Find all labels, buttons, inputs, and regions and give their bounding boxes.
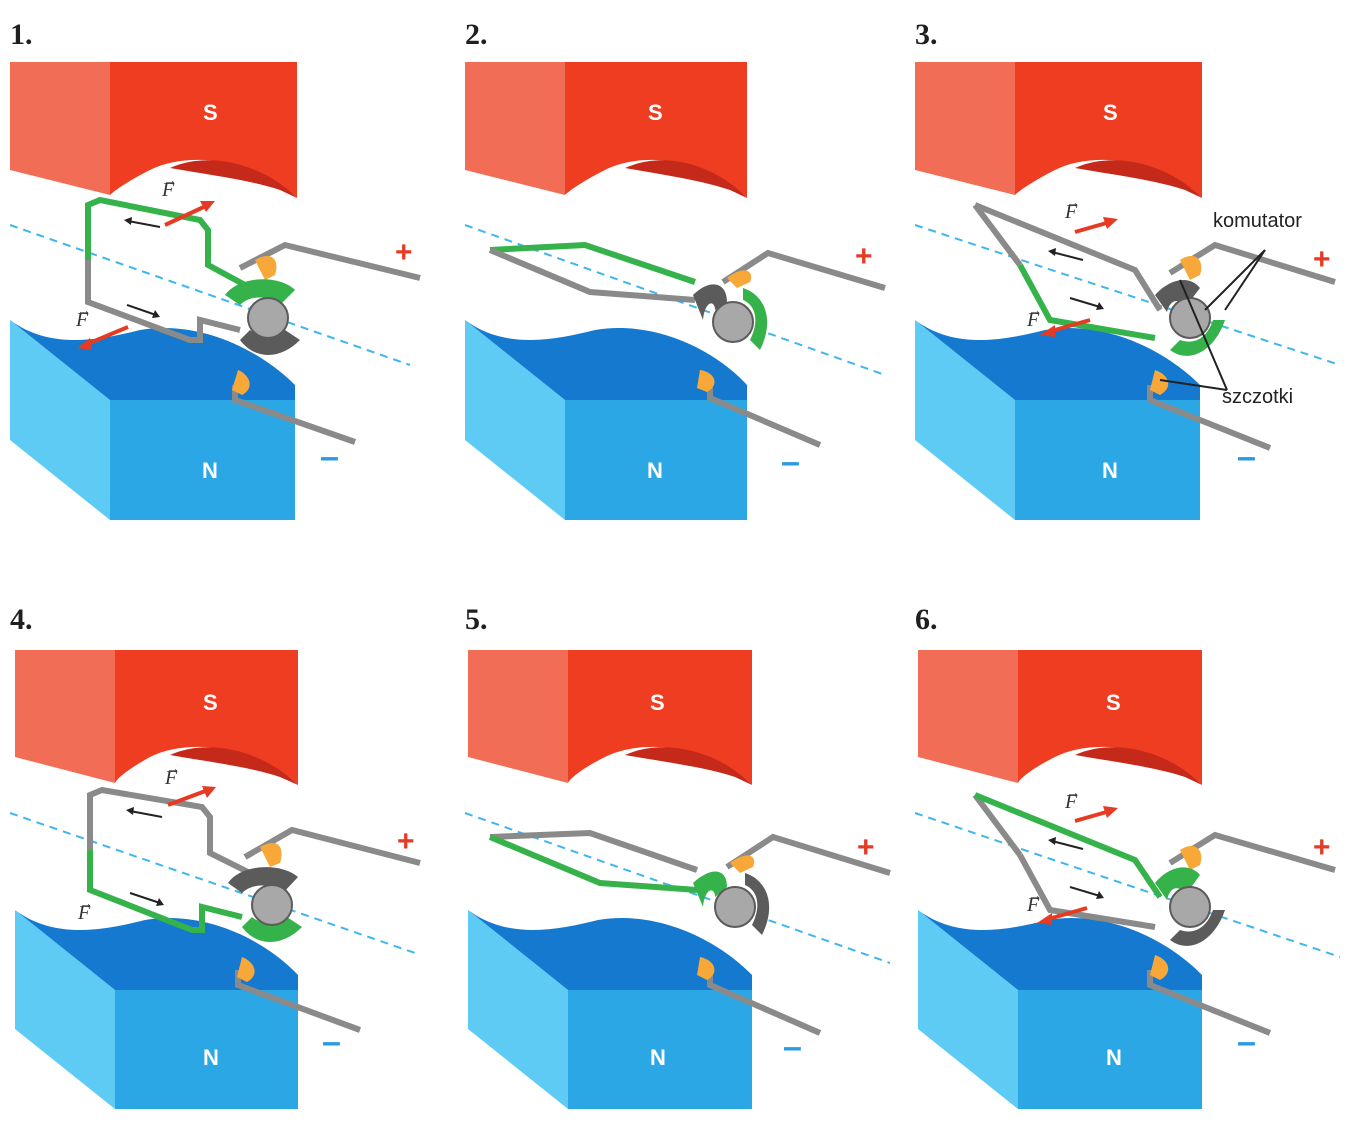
commutator-grey [240, 330, 300, 355]
coil-green [973, 792, 1163, 899]
coil-grey [972, 793, 1023, 857]
south-pole-groove [170, 160, 297, 198]
shaft [714, 886, 756, 928]
coil-green [488, 834, 698, 893]
callout-line [1204, 249, 1266, 311]
force-label-top: F→ [1065, 786, 1080, 813]
motor-diagram [464, 650, 891, 1109]
motor-diagram [914, 62, 1341, 520]
shaft [712, 301, 754, 343]
coil-green [1017, 263, 1156, 341]
south-pole-label: S [1103, 100, 1118, 125]
coil-grey [87, 786, 252, 876]
coil-grey [85, 260, 241, 343]
south-pole-side [10, 62, 110, 195]
shaft [251, 884, 293, 926]
rotation-axis [9, 224, 411, 366]
minus-terminal: – [783, 1028, 802, 1066]
callout-line [1224, 249, 1266, 311]
north-pole-label: N [650, 1045, 666, 1070]
north-pole-front [110, 400, 295, 520]
force-arrow-bottom [84, 325, 129, 347]
commutator-label: komutator [1213, 210, 1302, 232]
minus-terminal: – [320, 438, 339, 476]
force-label-top: F→ [165, 762, 180, 789]
minus-terminal: – [1237, 1023, 1256, 1061]
south-pole-label: S [648, 100, 663, 125]
force-label-bottom: F→ [1027, 889, 1042, 916]
motor-diagram [914, 650, 1341, 1109]
north-pole-top [10, 320, 295, 400]
south-pole-label: S [650, 690, 665, 715]
coil-green [489, 241, 696, 285]
commutator-green [225, 279, 295, 305]
step-number: 1. [10, 18, 33, 51]
coil-green [87, 850, 243, 933]
force-label-bottom: F→ [76, 304, 91, 331]
panel-1: 1. S N + – F→ F→ [9, 18, 460, 540]
north-pole-label: N [1102, 458, 1118, 483]
north-pole-label: N [647, 458, 663, 483]
brush-top [255, 255, 277, 280]
minus-terminal: – [781, 443, 800, 481]
coil-grey [489, 829, 698, 873]
plus-terminal: + [1313, 243, 1331, 276]
south-pole-label: S [203, 690, 218, 715]
motor-diagram [464, 62, 886, 520]
minus-terminal: – [1237, 438, 1256, 476]
step-number: 5. [465, 603, 488, 636]
south-pole-front [110, 62, 297, 198]
shaft [1169, 886, 1211, 928]
force-arrow-top [164, 203, 209, 227]
coil-grey [973, 202, 1163, 312]
north-pole-label: N [202, 458, 218, 483]
force-label-bottom: F→ [78, 897, 93, 924]
plus-terminal: + [857, 831, 875, 864]
coil-green [85, 196, 247, 288]
coil-grey [972, 203, 1023, 267]
plus-terminal: + [855, 240, 873, 273]
force-label-top: F→ [1065, 196, 1080, 223]
panel-3: 3. S N + – F→ F→ komutator szczotki [914, 18, 1347, 540]
rail-plus [238, 241, 421, 281]
step-number: 2. [465, 18, 488, 51]
step-number: 6. [915, 603, 938, 636]
north-pole-side [10, 320, 110, 520]
minus-terminal: – [322, 1023, 341, 1061]
force-label-bottom: F→ [1027, 304, 1042, 331]
south-pole-label: S [203, 100, 218, 125]
coil-grey [488, 247, 696, 303]
motor-diagram [9, 650, 421, 1109]
brushes-label: szczotki [1222, 386, 1294, 408]
north-pole-label: N [1106, 1045, 1122, 1070]
plus-terminal: + [395, 236, 413, 269]
panel-6: 6. S N + – F→ F→ [914, 603, 1347, 1125]
force-label-top: F→ [162, 174, 177, 201]
shaft [247, 297, 289, 339]
plus-terminal: + [397, 825, 415, 858]
callout-line [1159, 379, 1228, 391]
step-number: 4. [10, 603, 33, 636]
coil-grey [1017, 853, 1156, 930]
north-pole-label: N [203, 1045, 219, 1070]
panel-2: 2. S N + – [464, 18, 915, 540]
brush-bottom [232, 370, 250, 395]
south-pole-label: S [1106, 690, 1121, 715]
motor-diagram [9, 62, 421, 520]
step-number: 3. [915, 18, 938, 51]
plus-terminal: + [1313, 831, 1331, 864]
panel-5: 5. S N + – [464, 603, 915, 1125]
panel-4: 4. S N + – F→ F→ [9, 603, 460, 1125]
callout-line [1179, 279, 1228, 391]
